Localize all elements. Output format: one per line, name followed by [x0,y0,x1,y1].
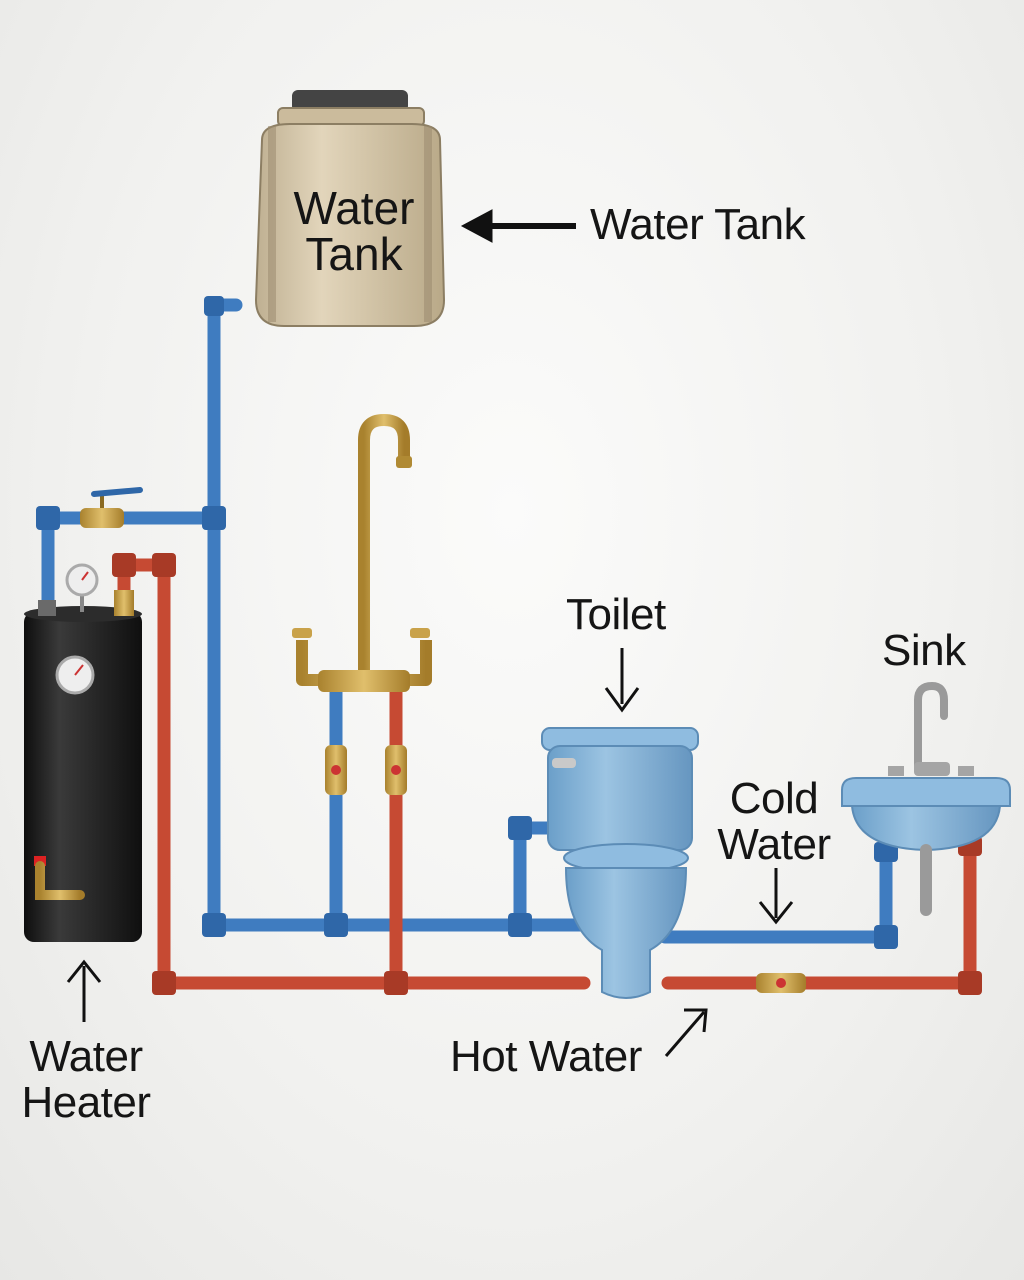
ball-valve-icon [325,745,347,795]
cold-pipe-toilet-feed [513,821,555,932]
arrow-down-icon [604,648,640,713]
label-water-heater-line1: Water [29,1032,143,1081]
toilet [541,727,699,999]
tank-text-line2: Tank [305,228,403,280]
ball-valve-icon [80,487,143,528]
water-tank: Water Tank [254,90,446,327]
arrow-diagonal-icon [664,1008,708,1057]
label-water-heater: Water Heater [16,1034,156,1126]
label-toilet: Toilet [566,590,666,639]
pressure-gauge-icon [65,563,99,612]
label-cold-water-line1: Cold [729,774,819,823]
brass-faucet [292,413,432,692]
arrow-down-icon [758,868,794,925]
label-cold-water: Cold Water [714,776,834,868]
tank-text-line1: Water [294,182,415,234]
label-hot-water: Hot Water [450,1032,642,1081]
label-cold-water-line2: Water [717,820,831,869]
annotation-arrows [66,209,794,1057]
ball-valve-icon [385,745,407,795]
pipe-fittings [36,296,982,995]
label-sink: Sink [882,626,966,675]
water-heater [24,563,142,942]
label-water-tank: Water Tank [590,200,806,249]
arrow-left-icon [460,209,576,243]
pressure-gauge-icon [55,655,95,695]
ball-valve-icon [756,973,806,993]
label-water-heater-line2: Heater [21,1078,151,1127]
sink [841,681,1011,916]
drain-valve-icon [34,856,85,900]
arrow-up-icon [66,959,102,1022]
